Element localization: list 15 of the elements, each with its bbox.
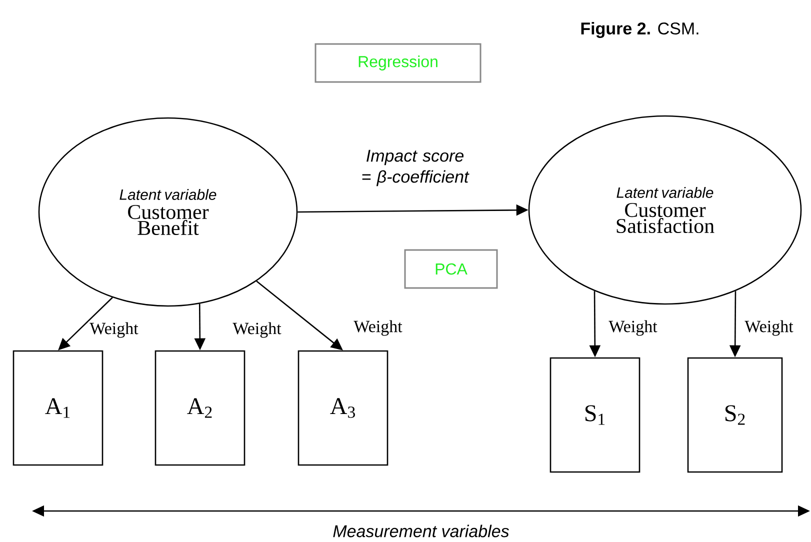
measurement-box: S$_{1}$ (550, 357, 640, 473)
method-tag: Regression (314, 43, 482, 83)
edge-label: Weight (744, 319, 794, 337)
measurement-box: S$_{2}$ (687, 357, 783, 473)
method-tag: PCA (404, 249, 498, 289)
measurement-box: A$_{1}$ (12, 350, 104, 466)
axis-label: Measurement variables (333, 524, 509, 538)
edge-label: Weight (88, 321, 140, 339)
figure-title: Figure 2. CSM. (581, 22, 698, 38)
edge-label: Weight (352, 319, 404, 337)
measurement-box: A$_{2}$ (154, 350, 246, 466)
measurement-box: A$_{3}$ (298, 350, 388, 466)
edge-label: Impact score = β-coefficient (353, 148, 477, 188)
edge-label: Weight (232, 321, 282, 339)
edge-label: Weight (608, 319, 658, 337)
